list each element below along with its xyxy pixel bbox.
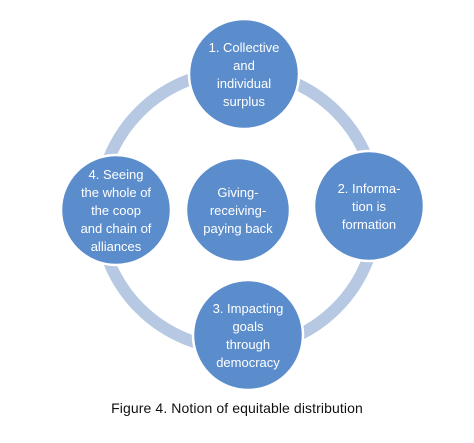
node-4-line: 4. Seeing (89, 167, 144, 182)
node-4-line: and chain of (81, 221, 152, 236)
node-information-formation: 2. Informa-tion is formation (312, 149, 426, 263)
node-2-line: formation (342, 217, 396, 232)
node-impacting-goals-label: 3. Impacting goals through democracy (213, 301, 284, 370)
center-node: Giving-receiving-paying back (184, 156, 292, 264)
node-center-line: Giving- (217, 185, 258, 200)
node-impacting-goals: 3. Impacting goals through democracy (191, 278, 305, 392)
figure-caption: Figure 4. Notion of equitable distributi… (111, 400, 363, 416)
node-seeing-whole: 4. Seeing the whole of the coop and chain o… (59, 153, 173, 267)
node-1-line: surplus (223, 94, 265, 109)
node-3-line: through (226, 337, 270, 352)
node-4-line: the whole of (81, 185, 151, 200)
node-seeing-whole-label: 4. Seeing the whole of the coop and chain o… (81, 167, 152, 254)
center-node-label: Giving-receiving-paying back (203, 185, 273, 236)
node-1-line: 1. Collective (209, 40, 280, 55)
node-center-line: paying back (203, 221, 273, 236)
node-2-line: tion is (352, 199, 386, 214)
node-3-line: goals (232, 319, 264, 334)
node-4-line: the coop (91, 203, 141, 218)
node-2-line: 2. Informa- (338, 181, 401, 196)
node-collective-surplus: 1. Collective and individual surplus (187, 17, 301, 131)
node-information-formation-label: 2. Informa-tion is formation (338, 181, 401, 232)
node-collective-surplus-label: 1. Collective and individual surplus (209, 40, 280, 109)
node-3-line: 3. Impacting (213, 301, 284, 316)
node-3-line: democracy (216, 355, 280, 370)
node-4-line: alliances (91, 239, 142, 254)
node-center-line: receiving- (210, 203, 266, 218)
node-1-line: and (233, 58, 255, 73)
node-1-line: individual (217, 76, 271, 91)
